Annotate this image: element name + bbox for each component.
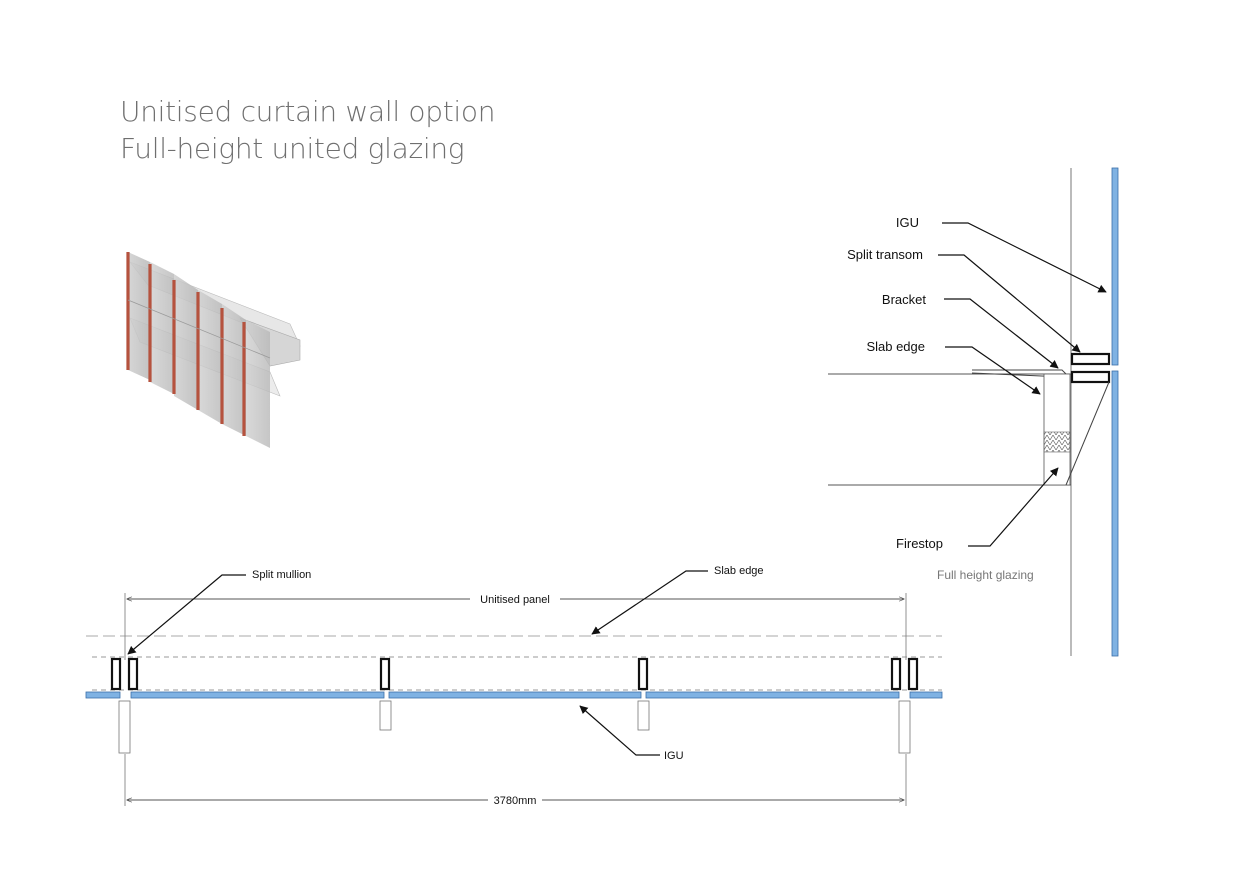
- plan-igu-strip: [85, 691, 943, 699]
- label-firestop: Firestop: [896, 536, 943, 551]
- title-line-1: Unitised curtain wall option: [120, 95, 496, 128]
- section-detail: IGU Split transom Bracket Slab edge Fire…: [828, 167, 1119, 657]
- panel-2: [150, 262, 174, 394]
- plan-mullions: [110, 657, 919, 691]
- split-transom-upper: [1070, 352, 1111, 366]
- firestop: [1043, 431, 1071, 453]
- mullions: [126, 252, 246, 436]
- panel-5: [222, 304, 246, 436]
- split-transom-lower: [1070, 370, 1111, 384]
- isometric-curtain-wall: [126, 252, 301, 448]
- panel-1: [128, 252, 150, 380]
- slab-edge: [1043, 373, 1071, 486]
- igu-lower: [1111, 370, 1119, 657]
- label-plan-igu: IGU: [664, 750, 684, 762]
- label-bracket: Bracket: [882, 292, 926, 307]
- label-split-mullion: Split mullion: [252, 569, 311, 581]
- plan-brackets: [118, 700, 911, 754]
- label-dimension: 3780mm: [494, 795, 537, 807]
- label-igu: IGU: [896, 215, 919, 230]
- plan-detail: Unitised panel 3780mm Split mullion Slab…: [85, 565, 943, 807]
- label-plan-slab-edge: Slab edge: [714, 565, 764, 577]
- panel-4: [198, 290, 222, 424]
- panel-3: [174, 274, 198, 410]
- label-split-transom: Split transom: [847, 247, 923, 262]
- igu-upper: [1111, 167, 1119, 366]
- section-caption: Full height glazing: [937, 568, 1034, 582]
- title-line-2: Full-height united glazing: [120, 132, 465, 165]
- label-unitised-panel: Unitised panel: [480, 594, 550, 606]
- panel-6: [246, 320, 270, 448]
- label-slab-edge: Slab edge: [866, 339, 925, 354]
